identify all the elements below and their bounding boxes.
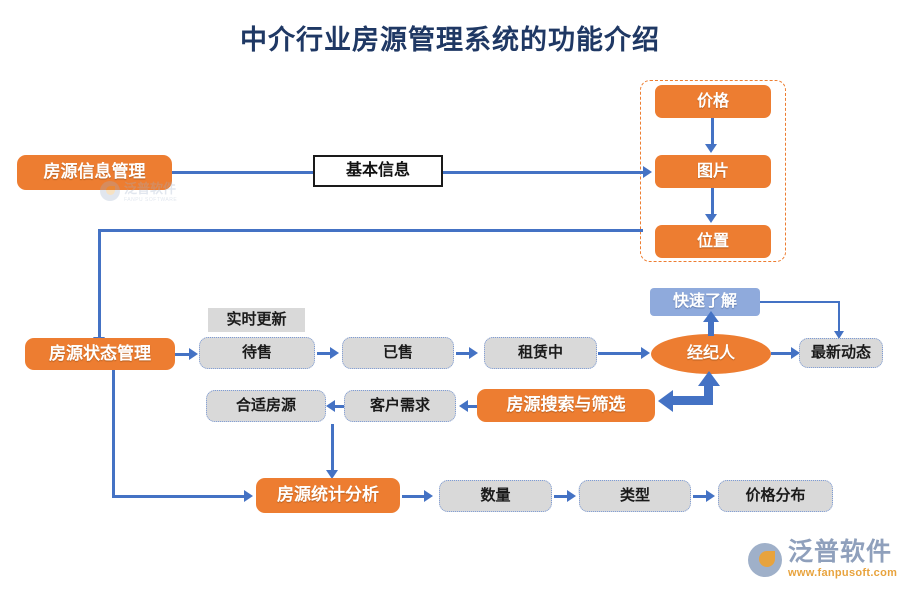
page-title: 中介行业房源管理系统的功能介绍 bbox=[240, 25, 660, 55]
node-quantity[interactable]: 数量 bbox=[439, 480, 552, 512]
label-realtime-update: 实时更新 bbox=[208, 308, 305, 332]
node-price-distribution[interactable]: 价格分布 bbox=[718, 480, 833, 512]
connector-agent-to-quickknow bbox=[708, 320, 714, 336]
brand-logo-url: www.fanpusoft.com bbox=[788, 567, 898, 579]
connector-agent-to-search-h bbox=[672, 396, 710, 405]
watermark-sublabel: FANPU SOFTWARE bbox=[124, 197, 178, 203]
connector-status-to-stats-h bbox=[112, 495, 244, 498]
connector-agent-to-search-v bbox=[704, 382, 713, 405]
connector-demand-to-suitable bbox=[331, 405, 344, 408]
node-agent[interactable]: 经纪人 bbox=[651, 334, 771, 374]
node-status-management[interactable]: 房源状态管理 bbox=[25, 338, 175, 370]
node-type[interactable]: 类型 bbox=[579, 480, 691, 512]
connector-row3-to-stats-arrow bbox=[326, 470, 338, 479]
connector-picture-location-arrow bbox=[705, 214, 717, 223]
connector-agent-to-news-arrow bbox=[791, 347, 800, 359]
connector-basic-to-picture-arrow bbox=[643, 166, 652, 178]
node-suitable-house[interactable]: 合适房源 bbox=[206, 390, 326, 422]
connector-status-to-forsale-arrow bbox=[189, 348, 198, 360]
connector-quantity-to-type bbox=[554, 495, 567, 498]
connector-location-feedback-v bbox=[98, 229, 101, 337]
node-renting[interactable]: 租赁中 bbox=[484, 337, 597, 369]
connector-status-to-stats-arrow bbox=[244, 490, 253, 502]
node-statistic-analysis[interactable]: 房源统计分析 bbox=[256, 478, 400, 513]
node-search-filter[interactable]: 房源搜索与筛选 bbox=[477, 389, 655, 422]
connector-quickknow-to-news-h bbox=[760, 301, 840, 303]
connector-agent-to-search-arrow-up bbox=[698, 371, 720, 386]
connector-renting-to-agent-arrow bbox=[641, 347, 650, 359]
node-for-sale[interactable]: 待售 bbox=[199, 337, 315, 369]
connector-picture-location bbox=[711, 188, 714, 214]
connector-search-to-demand-arrow bbox=[459, 400, 468, 412]
connector-sold-to-renting-arrow bbox=[469, 347, 478, 359]
connector-info-to-basic bbox=[172, 171, 313, 174]
connector-quantity-to-type-arrow bbox=[567, 490, 576, 502]
connector-forsale-to-sold bbox=[317, 352, 330, 355]
node-location[interactable]: 位置 bbox=[655, 225, 771, 258]
connector-type-to-price-dist-arrow bbox=[706, 490, 715, 502]
connector-location-feedback-h bbox=[98, 229, 643, 232]
connector-status-to-forsale bbox=[175, 353, 189, 356]
node-picture[interactable]: 图片 bbox=[655, 155, 771, 188]
connector-sold-to-renting bbox=[456, 352, 469, 355]
connector-row3-to-stats bbox=[331, 424, 334, 472]
node-price[interactable]: 价格 bbox=[655, 85, 771, 118]
connector-demand-to-suitable-arrow bbox=[326, 400, 335, 412]
connector-quickknow-to-news-v bbox=[838, 301, 840, 333]
node-latest-news[interactable]: 最新动态 bbox=[799, 338, 883, 368]
connector-price-picture bbox=[711, 118, 714, 144]
connector-price-picture-arrow bbox=[705, 144, 717, 153]
connector-type-to-price-dist bbox=[693, 495, 706, 498]
node-customer-demand[interactable]: 客户需求 bbox=[344, 390, 456, 422]
connector-stats-to-quantity bbox=[402, 495, 424, 498]
connector-basic-to-picture bbox=[443, 171, 643, 174]
connector-agent-to-search-arrow-left bbox=[658, 390, 673, 412]
connector-stats-to-quantity-arrow bbox=[424, 490, 433, 502]
connector-renting-to-agent bbox=[598, 352, 641, 355]
node-quick-know[interactable]: 快速了解 bbox=[650, 288, 760, 316]
connector-search-to-demand bbox=[464, 405, 477, 408]
connector-agent-to-quickknow-arrow bbox=[703, 311, 719, 322]
brand-logo-icon bbox=[748, 542, 782, 577]
connector-forsale-to-sold-arrow bbox=[330, 347, 339, 359]
brand-logo: 泛普软件 www.fanpusoft.com bbox=[748, 540, 897, 579]
node-sold[interactable]: 已售 bbox=[342, 337, 454, 369]
connector-status-to-stats-v bbox=[112, 370, 115, 498]
node-basic-info[interactable]: 基本信息 bbox=[313, 155, 443, 187]
connector-quickknow-to-news-arrow bbox=[834, 331, 844, 339]
brand-logo-name: 泛普软件 bbox=[788, 538, 893, 566]
node-property-info-management[interactable]: 房源信息管理 bbox=[17, 155, 172, 190]
connector-agent-to-news bbox=[771, 352, 791, 355]
